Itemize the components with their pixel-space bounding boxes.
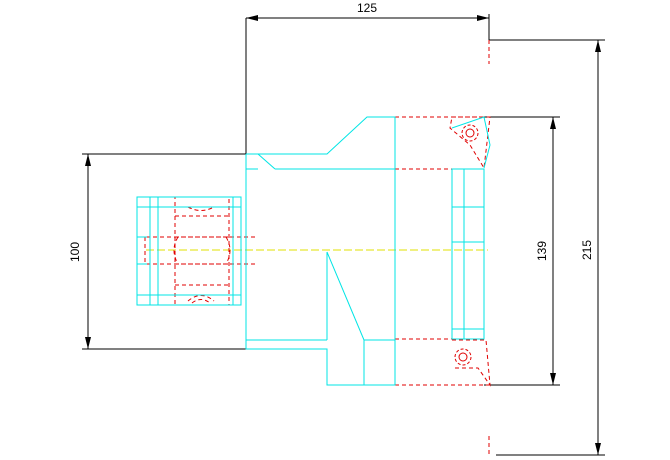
body-pocket-slope [326,251,365,341]
screw-bottom-inner-icon [458,352,468,362]
arrow-125-left [246,15,258,21]
arrow-139-bottom [550,373,556,385]
body-chamfer-top [257,153,276,170]
tool-outline [136,116,491,386]
hidden-screw-bottom-inner [191,299,211,304]
hidden-pin-arc-right [225,236,231,265]
arrow-100-bottom [85,337,91,349]
hidden-screw-bottom [187,295,215,302]
dim-label-125: 125 [357,1,377,15]
dim-label-100: 100 [68,242,82,262]
body-outline [245,116,396,386]
screw-top-inner-icon [465,128,475,138]
hidden-screw-top [187,206,215,211]
arrow-215-top [595,40,601,52]
screw-top-outer [461,124,479,142]
dim-label-139: 139 [535,241,549,261]
hidden-bore [174,196,230,306]
dimension-arrows [85,15,601,455]
shank [136,196,242,306]
screw-bottom-outer [454,348,472,366]
arrow-125-right [477,15,489,21]
hidden-pin-arc-left [173,236,179,265]
dim-label-215: 215 [580,240,594,260]
arrow-100-top [85,154,91,166]
arrow-215-bottom [595,443,601,455]
insert-top-outline [451,116,491,169]
cutter-head [451,168,485,340]
arrow-139-top [550,117,556,129]
hidden-insert-bottom [452,339,491,387]
insert-screws [454,124,479,366]
hidden-lines [144,40,491,456]
dimension-lines [82,14,605,456]
